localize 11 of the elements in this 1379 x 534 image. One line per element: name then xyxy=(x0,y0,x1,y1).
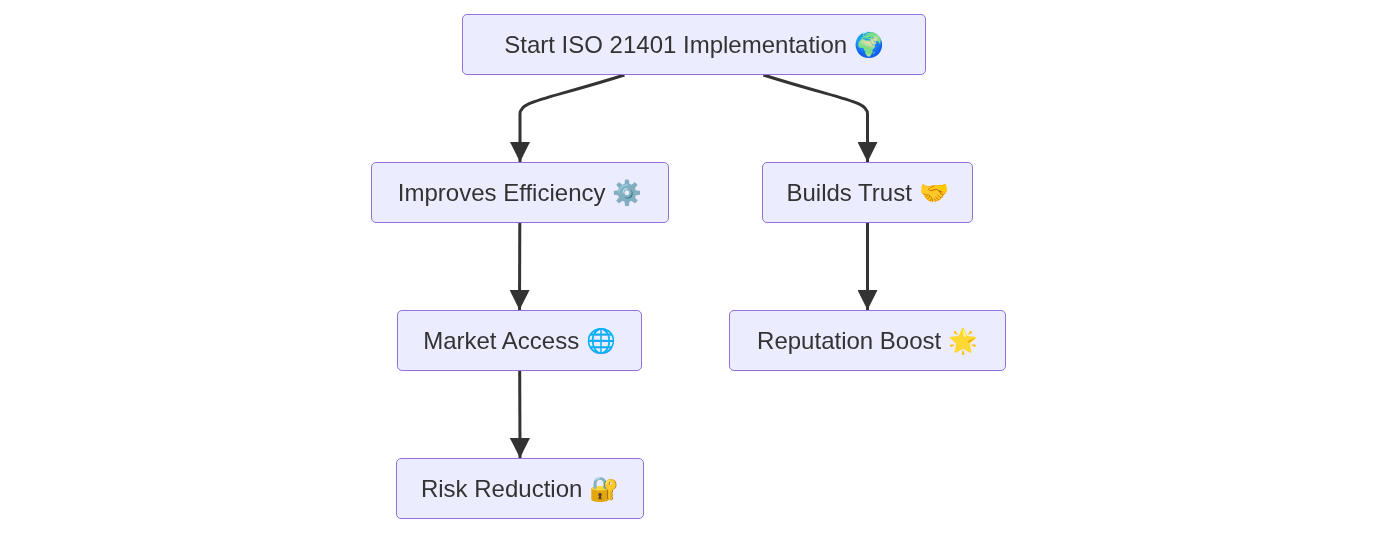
process-box: Risk Reduction 🔐 xyxy=(396,458,644,519)
arrow xyxy=(509,371,530,458)
process-box: Start ISO 21401 Implementation 🌍 xyxy=(462,14,926,75)
arrow xyxy=(762,73,878,162)
process-box: Market Access 🌐 xyxy=(397,310,642,371)
arrow xyxy=(509,223,530,310)
process-box: Improves Efficiency ⚙ xyxy=(371,162,669,223)
arrow xyxy=(857,223,878,310)
process-box: Builds Trust 🤝 xyxy=(762,162,973,223)
arrow xyxy=(510,73,625,162)
process-box: Reputation Boost 🌟 xyxy=(729,310,1006,371)
